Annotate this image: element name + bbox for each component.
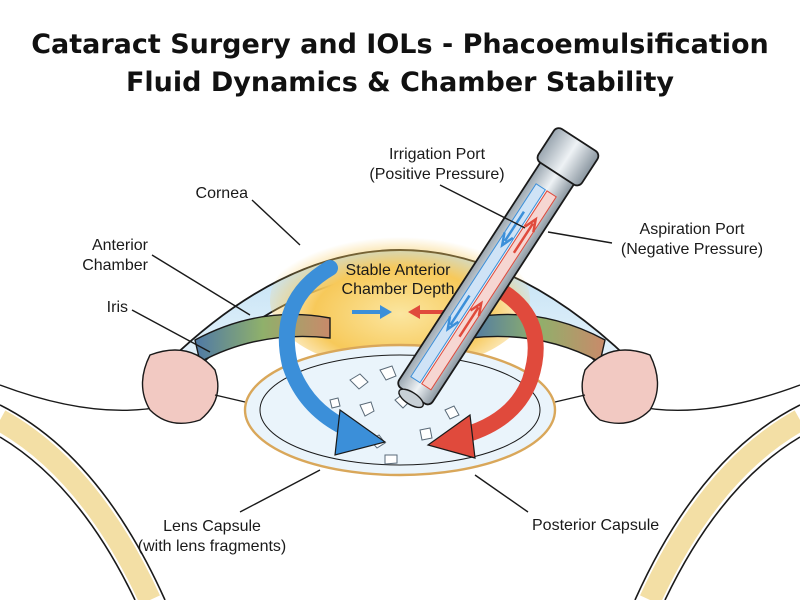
label-iris: Iris bbox=[107, 299, 128, 316]
label-posterior-capsule: Posterior Capsule bbox=[532, 517, 659, 534]
ciliary-body bbox=[141, 349, 659, 424]
leader-lines bbox=[131, 184, 613, 513]
label-stable-depth-2: Chamber Depth bbox=[342, 281, 455, 298]
title-line-1: Cataract Surgery and IOLs - Phacoemulsif… bbox=[31, 29, 769, 60]
irrigation-flow-arrow bbox=[278, 260, 387, 456]
label-anterior-chamber-1: Anterior bbox=[92, 237, 149, 254]
label-aspiration-2: (Negative Pressure) bbox=[621, 241, 763, 258]
label-cornea: Cornea bbox=[196, 185, 249, 202]
label-lens-capsule-1: Lens Capsule bbox=[163, 518, 261, 535]
phaco-probe bbox=[397, 127, 600, 409]
diagram-title: Cataract Surgery and IOLs - Phacoemulsif… bbox=[0, 26, 800, 102]
label-irrigation-2: (Positive Pressure) bbox=[369, 166, 504, 183]
label-aspiration-1: Aspiration Port bbox=[640, 221, 745, 238]
label-anterior-chamber-2: Chamber bbox=[82, 257, 148, 274]
aspiration-flow-arrow bbox=[426, 282, 544, 459]
label-stable-depth-1: Stable Anterior bbox=[346, 262, 452, 279]
label-irrigation-1: Irrigation Port bbox=[389, 146, 486, 163]
title-line-2: Fluid Dynamics & Chamber Stability bbox=[125, 67, 675, 98]
label-lens-capsule-2: (with lens fragments) bbox=[138, 538, 287, 555]
